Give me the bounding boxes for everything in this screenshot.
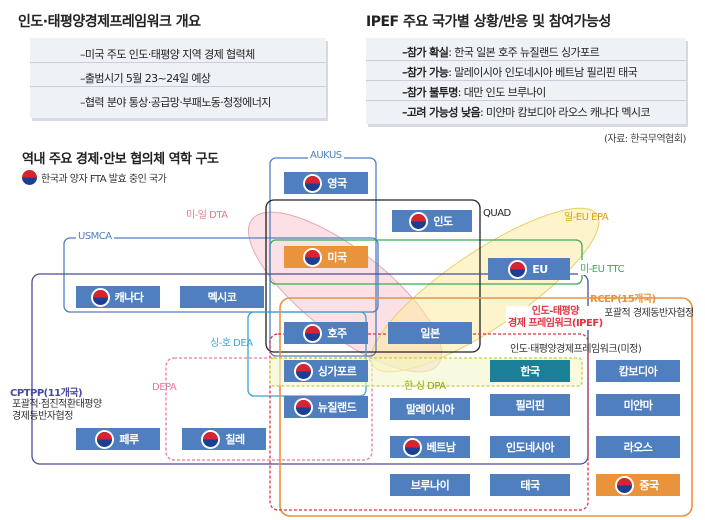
usmca-label: USMCA (76, 231, 114, 242)
country-philippines: 필리핀 (490, 394, 570, 416)
country-laos: 라오스 (596, 436, 680, 458)
sg-au-dea-label: 싱-호 DEA (210, 338, 253, 349)
country-korea: 한국 (490, 360, 570, 382)
country-eu: EU (488, 258, 570, 280)
diagram-title: 역내 주요 경제·안보 협의체 역학 구도 (22, 152, 219, 167)
country-usa: 미국 (284, 246, 368, 268)
korea-fta-flag-icon (295, 399, 311, 415)
korea-fta-flag-icon (295, 363, 311, 379)
korea-fta-flag-icon (305, 175, 321, 191)
source-note: (자료: 한국무역협회) (604, 134, 686, 145)
korea-fta-flag-icon (404, 439, 420, 455)
country-singapore: 싱가포르 (284, 360, 368, 382)
korea-fta-flag-icon (97, 431, 113, 447)
overview-item: –출범시기 5월 23~24일 예상 (30, 70, 326, 87)
response-item: –고려 가능성 낮음: 미얀마 캄보디아 라오스 캐나다 멕시코 (402, 106, 651, 119)
country-china: 중국 (596, 474, 680, 496)
ipef-sublabel: 인도·태평양경제프레임워크(미정) (510, 344, 642, 355)
korea-fta-flag-icon (92, 289, 108, 305)
country-malaysia: 말레이시아 (390, 398, 470, 420)
korea-fta-flag-icon (617, 477, 633, 493)
depa-label: DEPA (152, 382, 177, 393)
korea-fta-flag-icon (510, 261, 526, 277)
overview-box: –미국 주도 인도·태평양 지역 경제 협력체 –출범시기 5월 23~24일 … (30, 38, 326, 118)
country-indonesia: 인도네시아 (490, 436, 570, 458)
country-uk: 영국 (284, 172, 368, 194)
depa-outline (165, 357, 373, 461)
japan-eu-epa-label: 일-EU EPA (564, 212, 609, 223)
korea-fta-flag-icon (411, 213, 427, 229)
response-title: IPEF 주요 국가별 상황/반응 및 참여가능성 (366, 14, 611, 30)
quad-label: QUAD (483, 208, 511, 219)
us-japan-dta-label: 미-일 DTA (186, 210, 228, 221)
overview-item: –미국 주도 인도·태평양 지역 경제 협력체 (30, 46, 326, 63)
response-box: –참가 확실: 한국 일본 호주 뉴질랜드 싱가포르 –참가 가능: 말레이시아… (366, 38, 686, 124)
overview-title: 인도·태평양경제프레임워크 개요 (18, 14, 201, 30)
rcep-label: RCEP(15개국) (590, 294, 656, 305)
legend: 한국과 양자 FTA 발효 중인 국가 (22, 170, 167, 185)
rcep-sublabel: 역내 포괄적 경제동반자협정 (584, 308, 694, 319)
rcep-outline (279, 297, 693, 517)
quad-outline (265, 199, 481, 353)
country-vietnam: 베트남 (390, 436, 470, 458)
korea-fta-flag-icon (305, 325, 321, 341)
country-cambodia: 캄보디아 (596, 360, 680, 382)
country-myanmar: 미얀마 (596, 394, 680, 416)
us-eu-ttc-label: 미-EU TTC (578, 260, 627, 275)
legend-label: 한국과 양자 FTA 발효 중인 국가 (41, 174, 167, 185)
country-newzealand: 뉴질랜드 (284, 396, 368, 418)
response-item: –참가 확실: 한국 일본 호주 뉴질랜드 싱가포르 (366, 44, 686, 61)
kr-sg-dpa-label: 한-싱 DPA (404, 381, 446, 392)
country-india: 인도 (392, 210, 472, 232)
country-canada: 캐나다 (76, 286, 160, 308)
country-japan: 일본 (388, 322, 472, 344)
country-thailand: 태국 (490, 474, 570, 496)
country-mexico: 멕시코 (180, 286, 264, 308)
country-peru: 페루 (76, 428, 160, 450)
cptpp-sublabel: 포괄적·점진적환태평양 경제동반자협정 (12, 399, 102, 422)
usmca-outline (63, 237, 379, 313)
cptpp-label: CPTPP(11개국) (10, 388, 83, 399)
response-item: –참가 불투명: 대만 인도 브루나이 (366, 84, 686, 101)
korea-fta-flag-icon (203, 431, 219, 447)
aukus-label: AUKUS (308, 150, 344, 161)
korea-flag-icon (22, 170, 37, 185)
response-item: –참가 가능: 말레이시아 인도네시아 베트남 필리핀 태국 (366, 64, 686, 81)
korea-fta-flag-icon (305, 249, 321, 265)
country-australia: 호주 (284, 322, 368, 344)
country-chile: 칠레 (182, 428, 266, 450)
country-brunei: 브루나이 (390, 474, 470, 496)
overview-item: –협력 분야 통상·공급망·부패노동·청정에너지 (80, 96, 271, 109)
ipef-label: 인도-태평양 경제 프레임워크(IPEF) (506, 306, 605, 330)
